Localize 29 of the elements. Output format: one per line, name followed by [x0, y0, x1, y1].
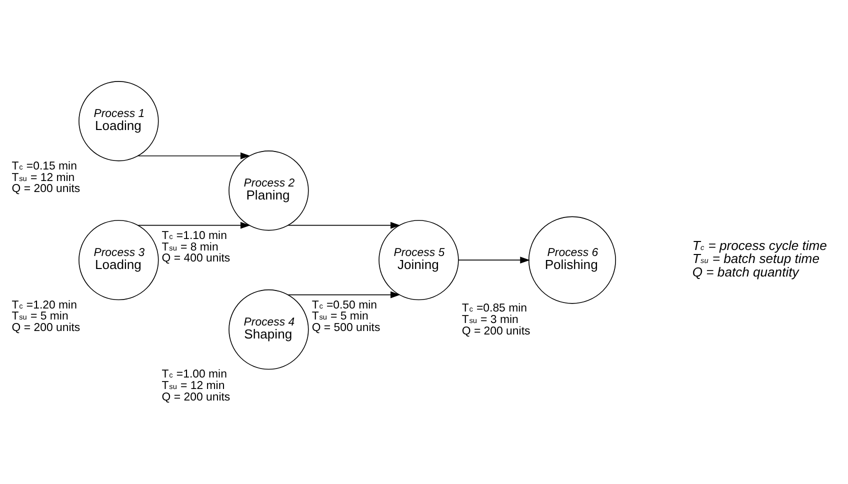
node-label: Tsu = 5 min [12, 310, 68, 322]
label: Q = batch quantity [692, 264, 799, 279]
node-circle: Process 6 Polishing [528, 216, 616, 304]
node-label: Tc =1.10 min [162, 229, 227, 242]
node-label: Tsu = 5 min [312, 310, 368, 322]
node-circle: Process 3 Loading [78, 219, 159, 300]
node-label: Q = 200 units [12, 182, 80, 195]
node-label: Tc =1.00 min [162, 368, 227, 380]
node-label: Tc =0.15 min [12, 160, 77, 172]
label: Tc = process cycle time [692, 238, 827, 253]
arrow [138, 152, 250, 159]
node-label: Tsu = 8 min [162, 240, 218, 253]
node-label: Tsu = 12 min [12, 171, 75, 184]
node-label: Q = 400 units [162, 252, 230, 264]
node-label: Tc =0.85 min [462, 302, 528, 314]
arrow [288, 290, 400, 298]
node-label: Tsu = 12 min [162, 380, 225, 392]
node-label: Q = 200 units [12, 322, 80, 334]
arrow [288, 221, 400, 228]
node-label: Q = 200 units [462, 325, 530, 338]
node-label: Q = 200 units [162, 391, 230, 404]
arrow [458, 256, 530, 263]
node-circle: Process 4 Shaping [228, 288, 309, 370]
node-circle: Process 1 Loading [78, 80, 159, 161]
node-label: Tsu = 3 min [462, 314, 518, 326]
node-label: Tc =1.20 min [12, 298, 77, 311]
arrow [138, 221, 250, 228]
node-label: Q = 500 units [312, 322, 380, 334]
node-label: Tc =0.50 min [312, 298, 378, 311]
